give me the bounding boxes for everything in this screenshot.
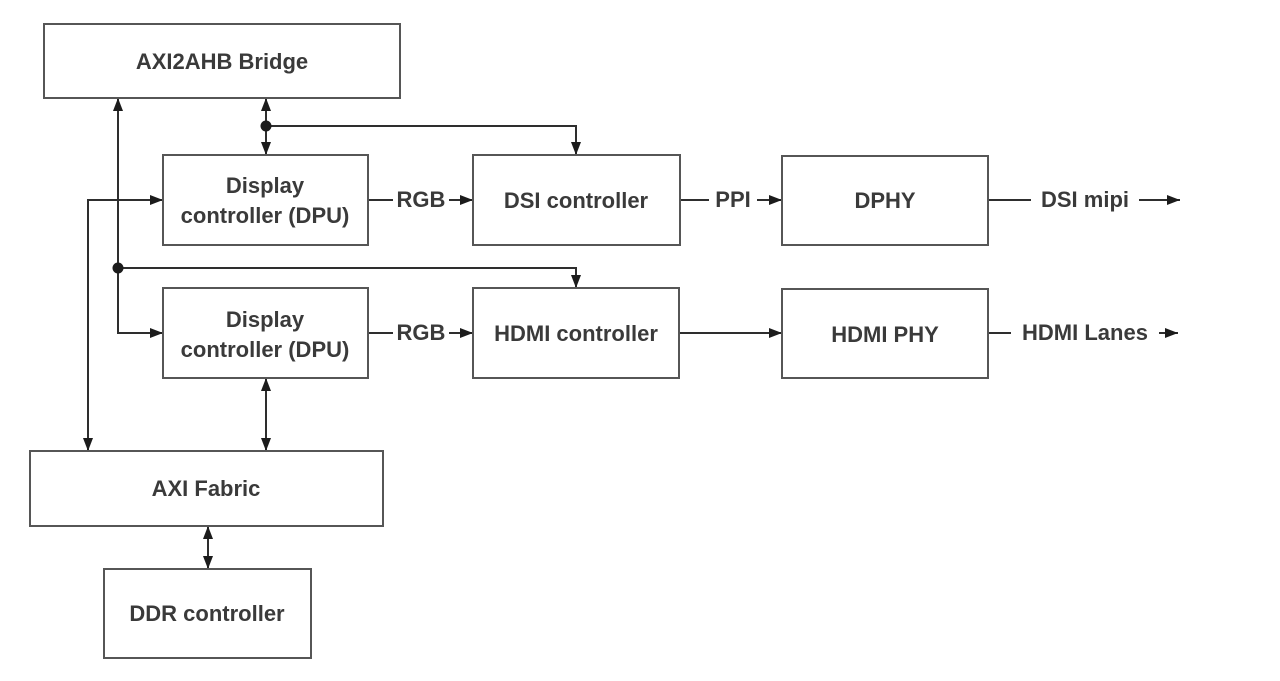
hdmi-lanes-label-bg	[1011, 321, 1159, 345]
dpu-bottom-label-line2: controller (DPU)	[181, 337, 350, 362]
dphy-box	[781, 155, 989, 246]
dpu-top-box	[162, 154, 369, 246]
hdmi-controller-label: HDMI controller	[494, 321, 658, 346]
block-ddr-controller: DDR controller	[103, 568, 312, 659]
dpu-bottom-label-line1: Display	[226, 307, 305, 332]
ddr-controller-label: DDR controller	[129, 601, 285, 626]
block-dpu-bottom: Display controller (DPU)	[162, 287, 369, 379]
axi2ahb-bridge-label: AXI2AHB Bridge	[136, 49, 308, 74]
block-axi2ahb-bridge: AXI2AHB Bridge	[43, 23, 401, 99]
axi2ahb-bridge-box	[43, 23, 401, 99]
hdmi-phy-box	[781, 288, 989, 379]
block-hdmi-controller: HDMI controller	[472, 287, 680, 379]
dsi-mipi-label-bg	[1031, 188, 1139, 212]
connector-branch-to-dsi-controller	[266, 125, 581, 155]
junction-dot-bridge-net	[260, 120, 272, 132]
hdmi-lanes-label: HDMI Lanes	[1022, 320, 1148, 345]
signal-label-ppi: PPI	[709, 187, 757, 212]
ppi-label-bg	[709, 188, 757, 212]
junction-dot-hdmi-net	[112, 262, 124, 274]
block-dpu-top: Display controller (DPU)	[162, 154, 369, 246]
dpu-bottom-box	[162, 287, 369, 379]
rgb-hdmi-label-bg	[393, 321, 449, 345]
signal-label-hdmi-lanes: HDMI Lanes	[1011, 320, 1159, 345]
rgb-hdmi-label: RGB	[397, 320, 446, 345]
rgb-dsi-label-bg	[393, 188, 449, 212]
dsi-controller-label: DSI controller	[504, 188, 649, 213]
dphy-label: DPHY	[854, 188, 915, 213]
block-dsi-controller: DSI controller	[472, 154, 681, 246]
connector-dpu-top-axi-fabric	[83, 195, 163, 451]
hdmi-controller-box	[472, 287, 680, 379]
ppi-label: PPI	[715, 187, 750, 212]
ddr-controller-box	[103, 568, 312, 659]
signal-label-rgb-hdmi: RGB	[393, 320, 449, 345]
rgb-dsi-label: RGB	[397, 187, 446, 212]
connector-branch-to-hdmi-controller	[118, 267, 581, 288]
connector-bridge-dpu-bottom	[113, 98, 163, 338]
block-hdmi-phy: HDMI PHY	[781, 288, 989, 379]
dsi-controller-box	[472, 154, 681, 246]
dpu-top-label-line1: Display	[226, 173, 305, 198]
block-axi-fabric: AXI Fabric	[29, 450, 384, 527]
dpu-top-label-line2: controller (DPU)	[181, 203, 350, 228]
signal-label-rgb-dsi: RGB	[393, 187, 449, 212]
axi-fabric-label: AXI Fabric	[152, 476, 261, 501]
dsi-mipi-label: DSI mipi	[1041, 187, 1129, 212]
axi-fabric-box	[29, 450, 384, 527]
hdmi-phy-label: HDMI PHY	[831, 322, 939, 347]
signal-label-dsi-mipi: DSI mipi	[1031, 187, 1139, 212]
block-dphy: DPHY	[781, 155, 989, 246]
